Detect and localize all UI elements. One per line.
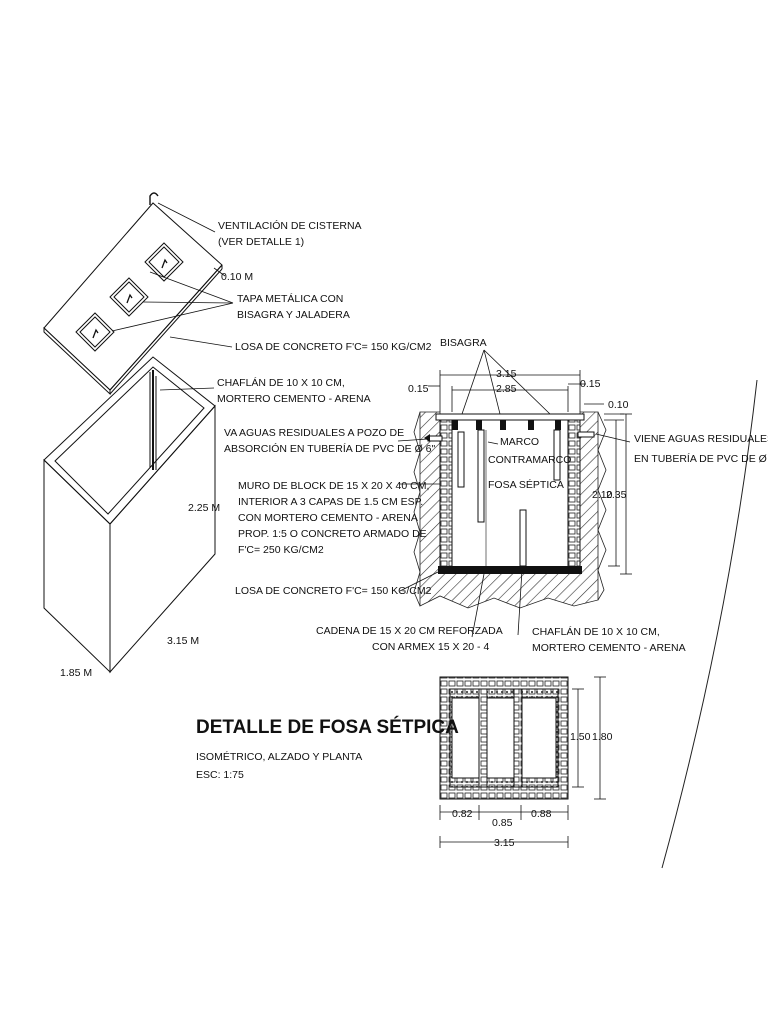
dim-left-wall: 0.15 — [408, 383, 429, 395]
plan-view — [439, 676, 569, 800]
title-block: DETALLE DE FOSA SÉTPICA ISOMÉTRICO, ALZA… — [196, 716, 459, 781]
iso-height-label: 2.25 M — [188, 502, 220, 514]
plan-dim-outer-h: 1.80 — [592, 731, 613, 743]
drawing-scale: ESC: 1:75 — [196, 769, 244, 781]
frame-label-2: CONTRAMARCO — [488, 454, 571, 466]
plan-labels: 0.82 0.85 0.88 3.15 1.50 1.80 — [452, 731, 613, 849]
beam-label-1: CADENA DE 15 X 20 CM REFORZADA — [316, 625, 503, 637]
dim-total-width: 3.15 — [496, 368, 517, 380]
dim-inner-width: 2.85 — [496, 383, 517, 395]
wall-label-1: MURO DE BLOCK DE 15 X 20 X 40 CM, — [238, 480, 429, 492]
elevation-left-wall — [439, 419, 453, 569]
iso-tank-side — [109, 404, 216, 674]
plan-chamber-2 — [486, 697, 515, 779]
iso-slab-thickness-label: 0.10 M — [221, 271, 253, 283]
plan-dim-c: 0.88 — [531, 808, 552, 820]
hinge-label: BISAGRA — [440, 337, 487, 349]
elevation-leaders — [397, 433, 631, 638]
iso-slab-label: LOSA DE CONCRETO F'C= 150 KG/CM2 — [235, 341, 432, 353]
wall-label-2: INTERIOR A 3 CAPAS DE 1.5 CM ESP. — [238, 496, 423, 508]
elevation-labels: BISAGRA 3.15 2.85 0.15 0.15 0.10 2.10 2.… — [224, 337, 768, 654]
iso-leaders — [111, 202, 234, 391]
outflow-label-1: VA AGUAS RESIDUALES A POZO DE — [224, 427, 404, 439]
elevation-right-wall — [567, 419, 581, 569]
plan-dimensions — [439, 676, 606, 848]
iso-ventilation-label-1: VENTILACIÓN DE CISTERNA — [218, 219, 362, 232]
elevation-bottom-slab — [438, 566, 582, 574]
elevation-view — [413, 411, 607, 609]
dim-slab-top: 0.10 — [608, 399, 629, 411]
inflow-label-1: VIENE AGUAS RESIDUALES — [634, 433, 768, 445]
wall-label-4: PROP. 1:5 O CONCRETO ARMADO DE — [238, 528, 427, 540]
iso-lid-label-2: BISAGRA Y JALADERA — [237, 309, 350, 321]
iso-width-label: 1.85 M — [60, 667, 92, 679]
iso-labels: VENTILACIÓN DE CISTERNA (VER DETALLE 1) … — [60, 219, 432, 679]
iso-ventilation-label-2: (VER DETALLE 1) — [218, 236, 304, 248]
iso-top-slab — [43, 202, 223, 391]
sheet-border-curve — [661, 379, 758, 869]
plan-dim-total: 3.15 — [494, 837, 515, 849]
chamfer-label-2: MORTERO CEMENTO - ARENA — [532, 642, 686, 654]
plan-chamber-1 — [451, 697, 480, 779]
chamfer-label-1: CHAFLÁN DE 10 X 10 CM, — [532, 625, 660, 638]
dim-inner-height: 2.10 — [592, 489, 613, 501]
iso-manhole-lids — [75, 242, 184, 352]
drawing-subtitle: ISOMÉTRICO, ALZADO Y PLANTA — [196, 750, 362, 763]
wall-label-3: CON MORTERO CEMENTO - ARENA — [238, 512, 418, 524]
dim-total-height: 2.35 — [606, 489, 627, 501]
dim-right-wall: 0.15 — [580, 378, 601, 390]
elevation-dimensions — [428, 349, 632, 575]
plan-dim-inner-h: 1.50 — [570, 731, 591, 743]
tank-label: FOSA SÉPTICA — [488, 478, 564, 491]
inflow-label-2: EN TUBERÍA DE PVC DE Ø 6" — [634, 452, 768, 465]
iso-tank-top-rim — [43, 356, 216, 525]
iso-lid-label-1: TAPA METÁLICA CON — [237, 292, 343, 305]
iso-lid — [75, 312, 115, 352]
wall-label-5: F'C= 250 KG/CM2 — [238, 544, 324, 556]
outflow-pipe — [427, 435, 443, 442]
bottom-slab-label: LOSA DE CONCRETO F'C= 150 KG/CM2 — [235, 585, 432, 597]
iso-lid — [109, 277, 149, 317]
iso-chamfer-label-2: MORTERO CEMENTO - ARENA — [217, 393, 371, 405]
iso-ventilation-pipe — [149, 192, 159, 205]
plan-dim-a: 0.82 — [452, 808, 473, 820]
isometric-view — [43, 192, 223, 674]
elevation-top-slab — [435, 413, 585, 421]
drawing-title: DETALLE DE FOSA SÉTPICA — [196, 716, 459, 738]
plan-chamber-3 — [521, 697, 557, 779]
frame-label-1: MARCO — [500, 436, 539, 448]
inflow-pipe — [577, 431, 595, 438]
plan-dim-b: 0.85 — [492, 817, 513, 829]
outflow-label-2: ABSORCIÓN EN TUBERÍA DE PVC DE Ø 6" — [224, 442, 436, 455]
iso-chamfer-label-1: CHAFLÁN DE 10 X 10 CM, — [217, 376, 345, 389]
beam-label-2: CON ARMEX 15 X 20 - 4 — [372, 641, 489, 653]
iso-length-label: 3.15 M — [167, 635, 199, 647]
